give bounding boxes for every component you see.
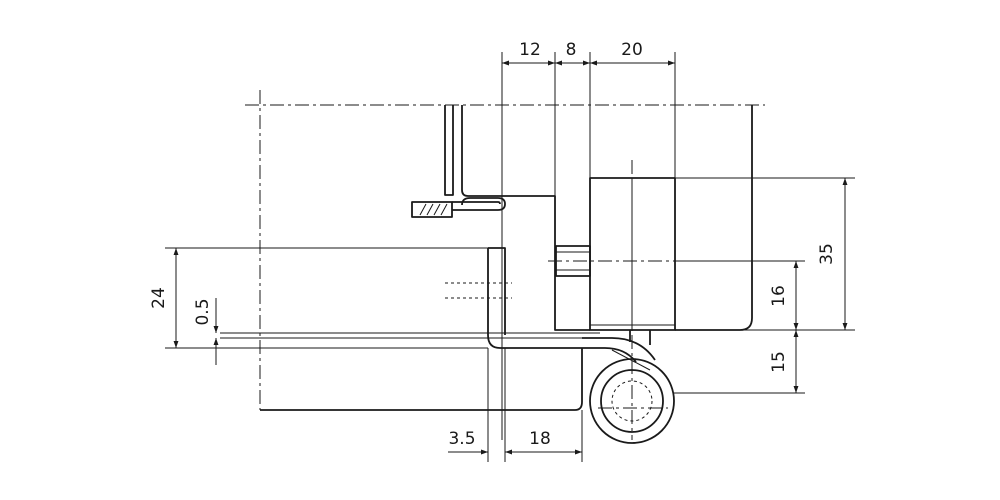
dim-top-right: 20: [621, 40, 643, 60]
dim-bottom-right: 18: [529, 429, 551, 449]
dim-top-middle: 8: [566, 40, 577, 60]
dim-left-outer: 24: [149, 287, 169, 309]
dim-bottom-left: 3.5: [448, 429, 475, 449]
frame-profile: [444, 105, 753, 331]
dimension-top-chain: 12 8 20: [501, 40, 676, 440]
dimension-right-chain: 16 15: [674, 260, 805, 394]
dim-left-gap: 0.5: [193, 298, 213, 325]
door-leaf-profile: [220, 247, 600, 411]
dimension-right-outer: 35: [675, 177, 855, 331]
dimension-bottom-chain: 3.5 18: [448, 348, 583, 462]
dimension-left-gap: 0.5: [193, 298, 219, 365]
dim-top-left: 12: [519, 40, 541, 60]
hinge-frame-body: [555, 177, 676, 331]
center-lines: [245, 90, 765, 440]
dim-right-outer: 35: [817, 243, 837, 265]
dim-right-lower: 15: [769, 351, 789, 373]
dimension-left-outer: 24: [149, 247, 488, 349]
frame-seal: [411, 197, 506, 218]
dim-right-upper: 16: [769, 285, 789, 307]
hinge-knuckle: [582, 330, 675, 444]
